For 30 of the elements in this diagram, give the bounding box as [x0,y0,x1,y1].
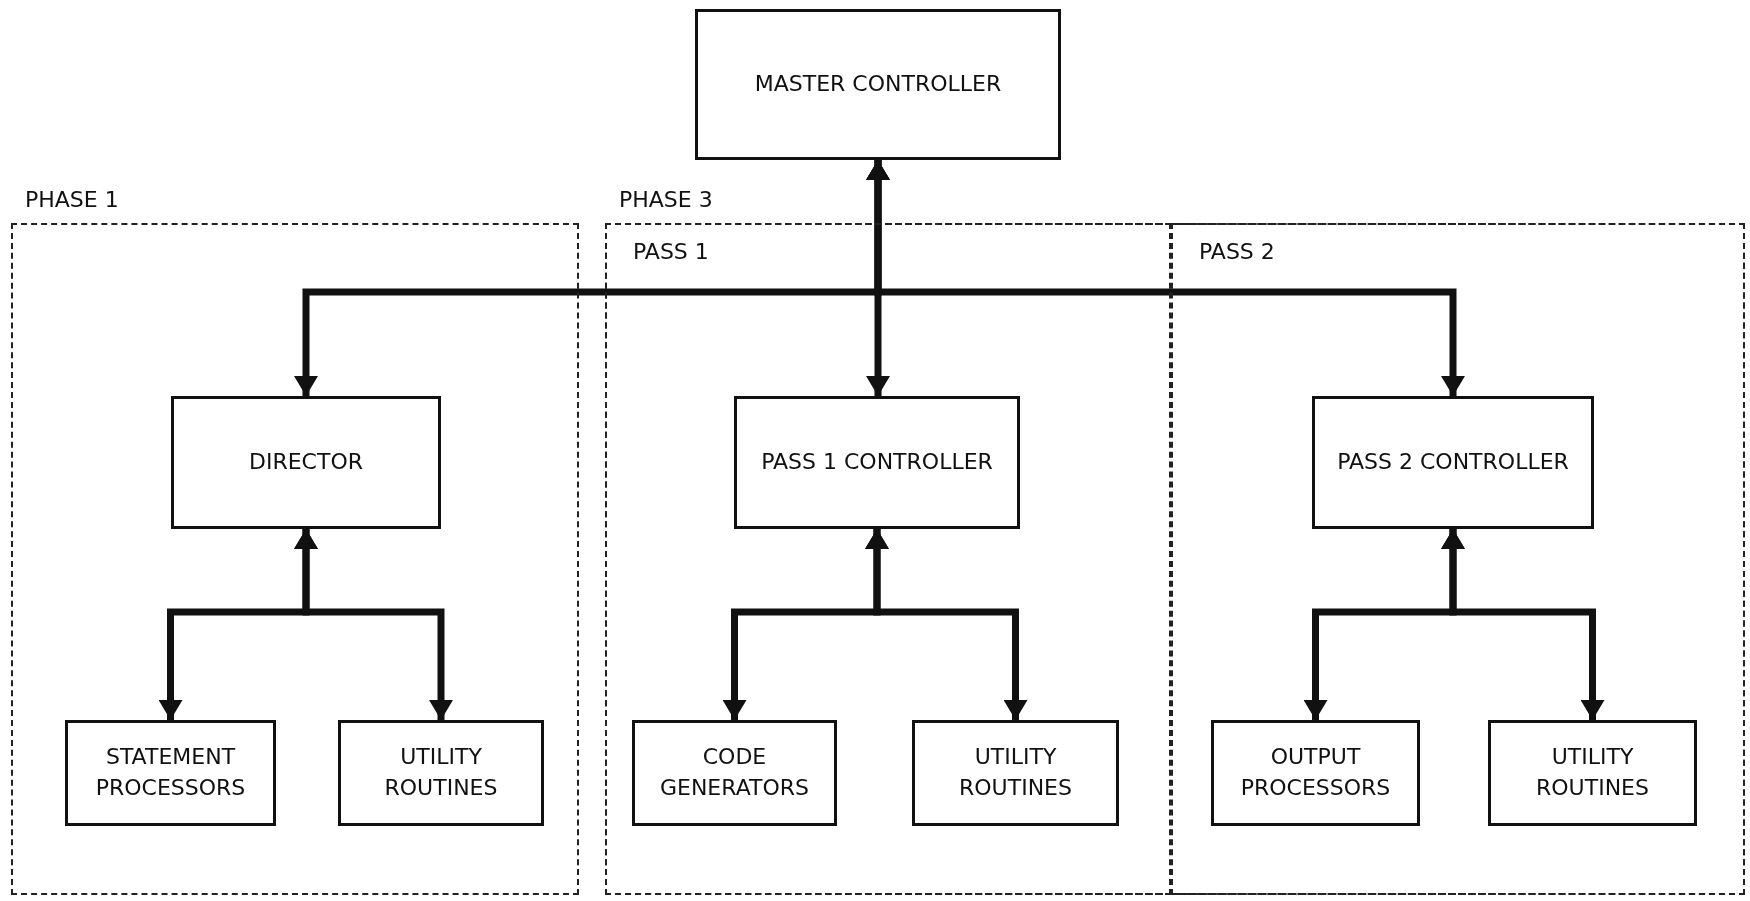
dashed-group-frame [1171,223,1745,895]
process-box [1488,720,1697,826]
box-label: STATEMENT PROCESSORS [94,743,247,802]
box-label: UTILITY ROUTINES [958,743,1073,802]
process-box [338,720,544,826]
box-label: OUTPUT PROCESSORS [1239,743,1392,802]
box-label: PASS 1 CONTROLLER [761,448,993,477]
group-heading: PHASE 3 [619,186,713,214]
box-label: MASTER CONTROLLER [754,70,1002,99]
double-arrow [1441,529,1605,720]
process-box [734,396,1020,529]
group-heading: PHASE 1 [25,186,119,214]
process-box [1312,396,1594,529]
box-label: CODE GENERATORS [658,743,811,802]
process-box [1211,720,1420,826]
box-label: DIRECTOR [249,448,363,477]
box-label: PASS 2 CONTROLLER [1337,448,1569,477]
process-box [695,9,1061,160]
double-arrow [865,529,1028,720]
process-box [171,396,441,529]
group-heading: PASS 2 [1199,238,1275,266]
dashed-group-frame [605,223,1171,895]
process-box [912,720,1119,826]
process-box [65,720,276,826]
box-label: UTILITY ROUTINES [1535,743,1650,802]
double-arrow [294,529,453,720]
group-heading: PASS 1 [633,238,709,266]
box-label: UTILITY ROUTINES [383,743,499,802]
process-box [632,720,837,826]
double-arrow [866,160,1465,396]
